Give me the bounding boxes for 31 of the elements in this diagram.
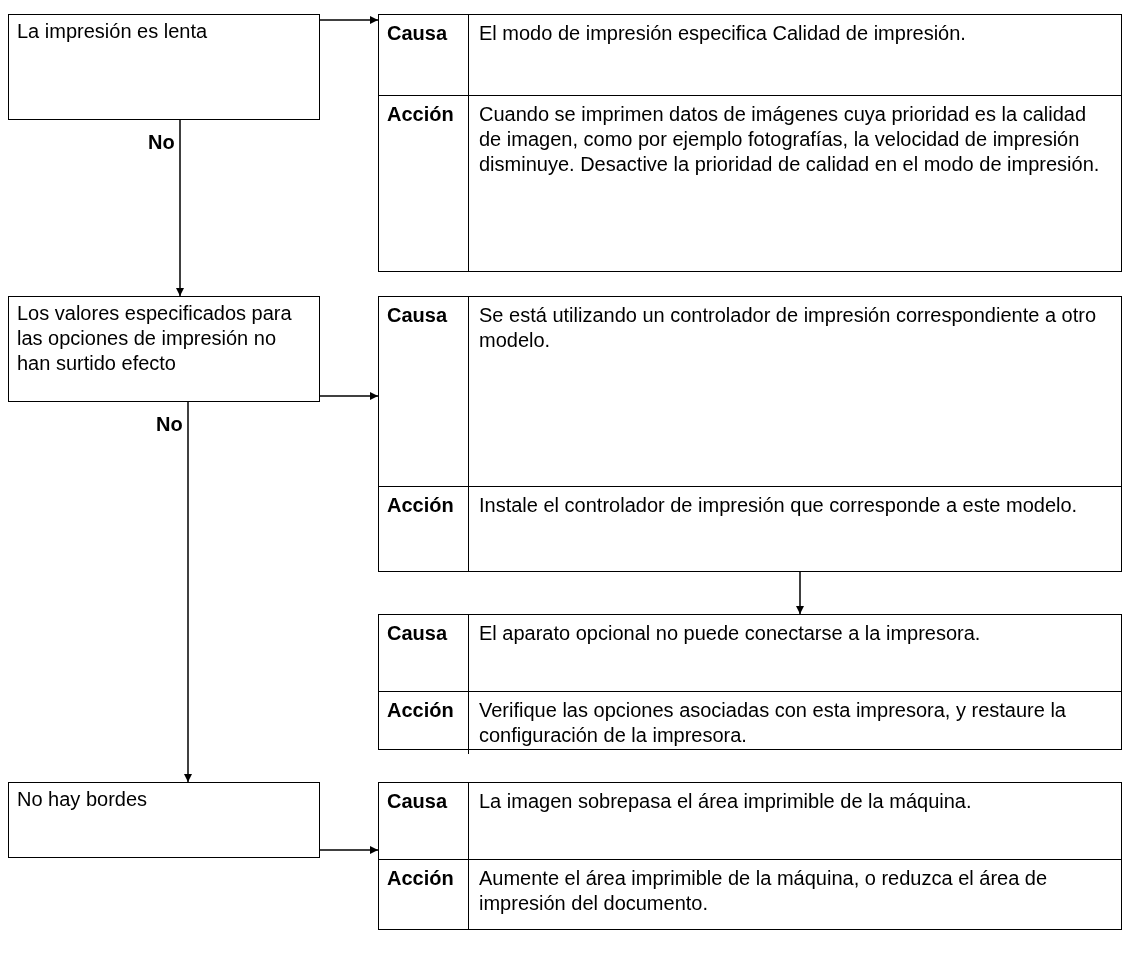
problem-text: No hay bordes (17, 788, 148, 810)
cause-text: Se está utilizando un controlador de impresión correspondiente a otro modelo. (478, 303, 1098, 353)
arrow (319, 16, 379, 24)
row-header: Acción (379, 691, 469, 754)
arrow (176, 119, 184, 297)
arrow (796, 571, 804, 615)
problem-text: Los valores especificados para las opciones de impresión no han surtido efecto (17, 302, 292, 374)
arrow (184, 401, 192, 783)
action-text: Cuando se imprimen datos de imágenes cuya prioridad es la calidad de imagen, como por ejemplo fotografías, la velocidad de impresión disminuye. Desactive la prioridad de calidad en el modo de impresión. (469, 95, 1121, 271)
row-header: Acción (379, 95, 469, 271)
row-header: Acción (379, 859, 469, 929)
arrow (319, 392, 379, 400)
cause-action-table (378, 14, 1122, 272)
action-text: Aumente el área imprimible de la máquina, o reduzca el área de impresión del documento. (469, 859, 1121, 929)
cause-text: La imagen sobrepasa el área imprimible de la máquina. (478, 789, 973, 814)
problem-box (8, 14, 320, 120)
row-header: Causa (379, 297, 469, 486)
row-header: Causa (379, 15, 469, 95)
action-text: Instale el controlador de impresión que corresponde a este modelo. (469, 486, 1121, 571)
cause-action-table (378, 296, 1122, 572)
row-header: Acción (379, 486, 469, 571)
problem-text: La impresión es lenta (17, 20, 208, 42)
cause-text: El aparato opcional no puede conectarse a la impresora. (478, 621, 982, 646)
problem-box (8, 296, 320, 402)
row-header: Causa (379, 615, 469, 691)
problem-box (8, 782, 320, 858)
action-text: Verifique las opciones asociadas con esta impresora, y restaure la configuración de la impresora. (469, 691, 1121, 754)
row-header: Causa (379, 783, 469, 859)
cause-text: El modo de impresión especifica Calidad de impresión. (478, 21, 967, 46)
arrow (319, 846, 379, 854)
cause-action-table (378, 782, 1122, 930)
